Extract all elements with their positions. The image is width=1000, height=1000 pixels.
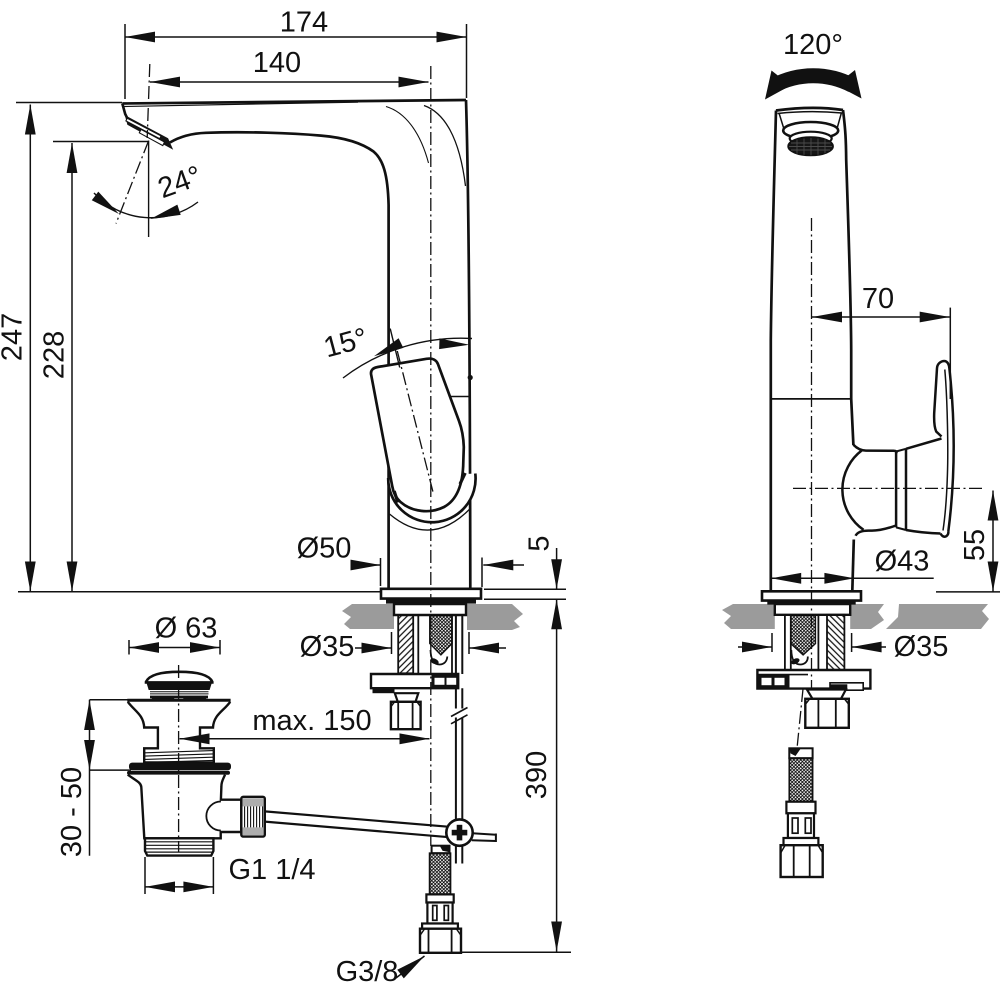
svg-text:Ø 63: Ø 63 xyxy=(155,613,218,645)
svg-text:120°: 120° xyxy=(783,29,843,61)
svg-text:Ø50: Ø50 xyxy=(297,533,352,565)
svg-text:max. 150: max. 150 xyxy=(252,705,371,737)
svg-text:Ø43: Ø43 xyxy=(875,546,930,578)
svg-text:55: 55 xyxy=(959,529,991,561)
svg-text:Ø35: Ø35 xyxy=(300,631,355,663)
svg-text:G1 1/4: G1 1/4 xyxy=(228,854,315,886)
svg-text:174: 174 xyxy=(280,7,328,39)
svg-text:70: 70 xyxy=(862,283,894,315)
svg-text:228: 228 xyxy=(39,331,71,379)
svg-text:G3/8: G3/8 xyxy=(336,956,399,988)
svg-text:5: 5 xyxy=(524,535,556,551)
svg-text:140: 140 xyxy=(253,47,301,79)
svg-text:390: 390 xyxy=(521,751,553,799)
svg-text:Ø35: Ø35 xyxy=(894,631,949,663)
svg-text:30 - 50: 30 - 50 xyxy=(56,767,88,857)
svg-text:247: 247 xyxy=(0,313,29,361)
